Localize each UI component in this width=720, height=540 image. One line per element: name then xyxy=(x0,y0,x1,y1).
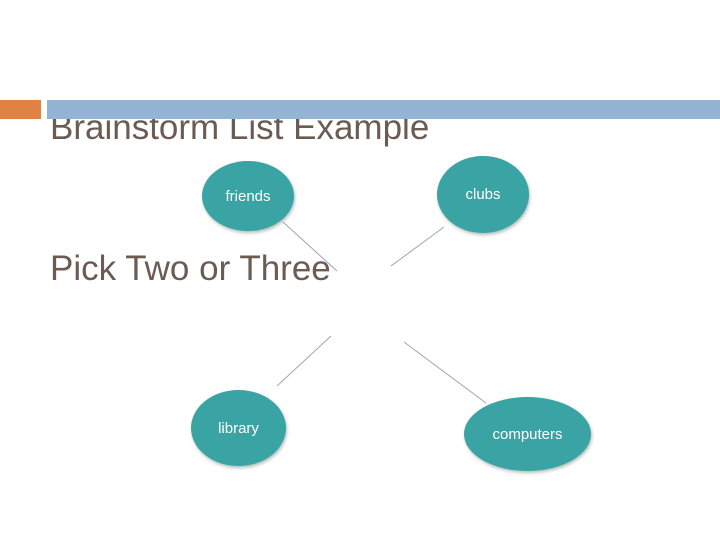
title-accent-bar xyxy=(0,100,720,119)
diagram-node-friends[interactable]: friends xyxy=(202,161,294,231)
diagram-node-label: library xyxy=(218,419,259,437)
diagram-node-label: clubs xyxy=(465,186,501,203)
connector-computers xyxy=(403,341,487,404)
connector-friends xyxy=(282,221,338,272)
diagram-node-label: computers xyxy=(492,425,563,443)
diagram-node-label: friends xyxy=(225,187,271,205)
connector-clubs xyxy=(390,226,445,267)
accent-line xyxy=(47,100,720,119)
connector-library xyxy=(276,335,332,387)
diagram-node-clubs[interactable]: clubs xyxy=(437,156,529,233)
accent-square xyxy=(0,100,41,119)
diagram-node-computers[interactable]: computers xyxy=(464,397,591,471)
diagram-node-library[interactable]: library xyxy=(191,390,286,466)
